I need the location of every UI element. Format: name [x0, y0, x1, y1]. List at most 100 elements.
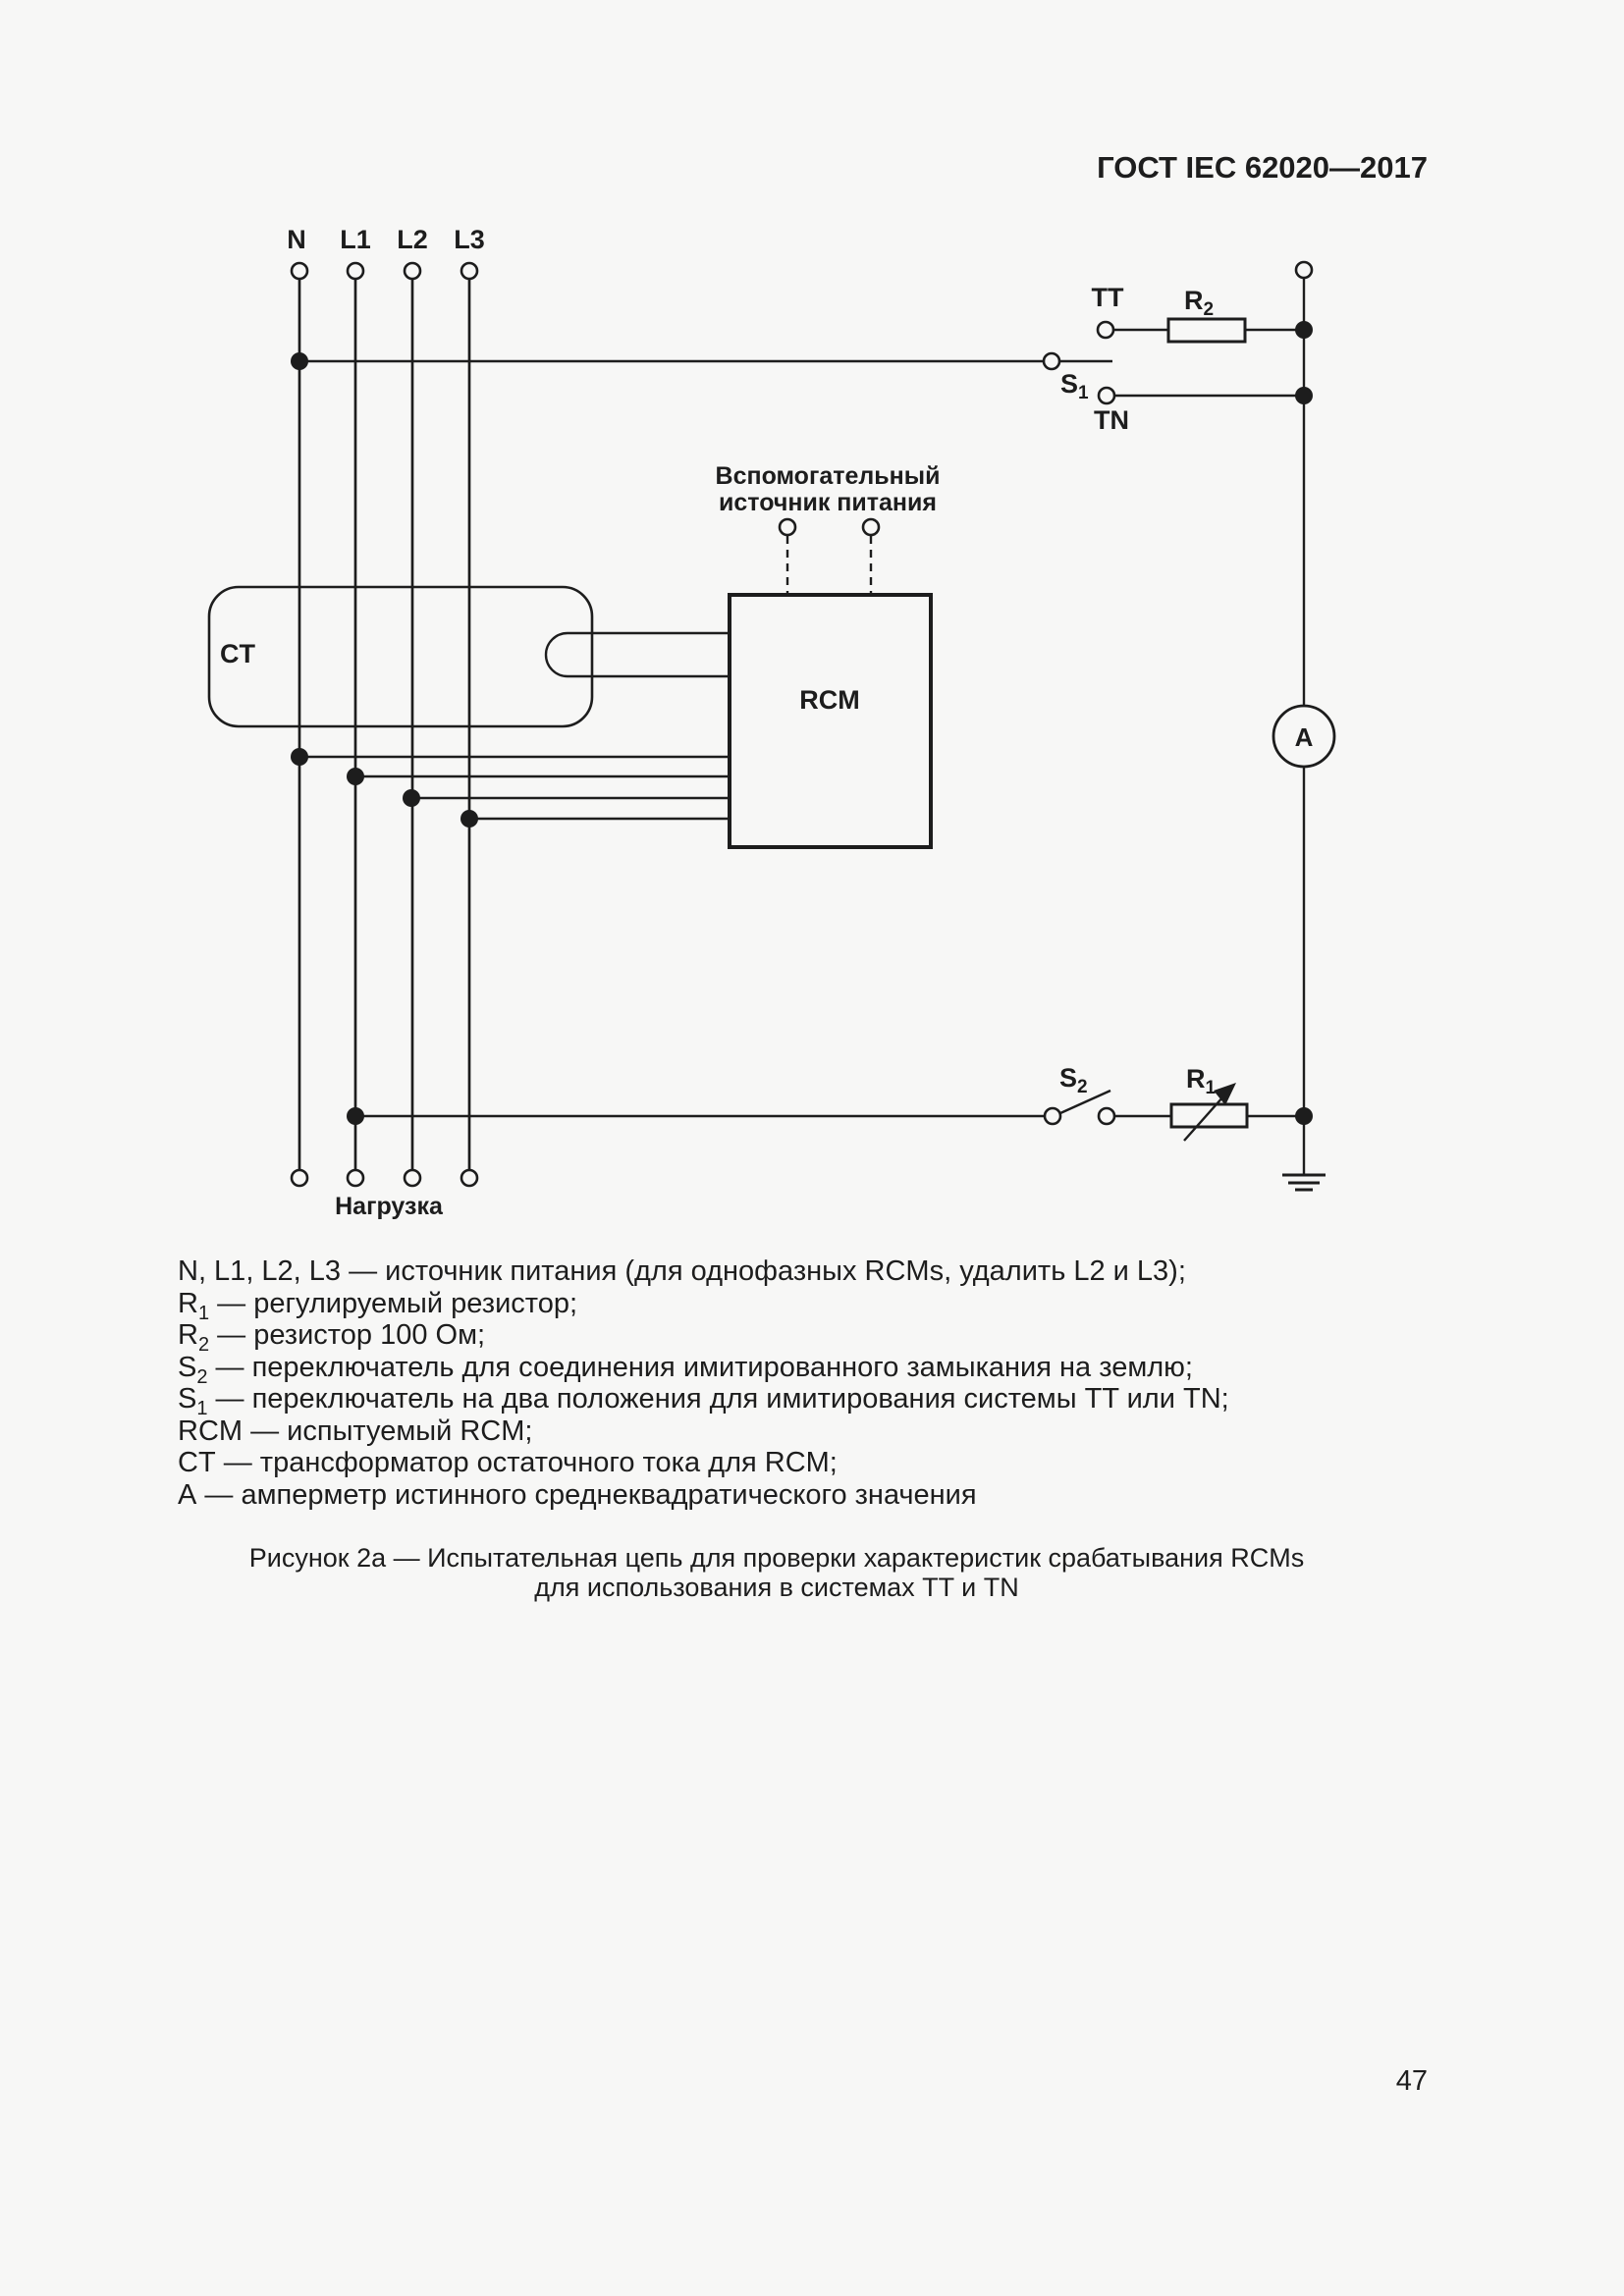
legend-symbol: CT: [178, 1447, 216, 1478]
legend-text: — источник питания (для однофазных RCMs,…: [341, 1255, 1186, 1287]
legend: N, L1, L2, L3 — источник питания (для од…: [178, 1255, 1454, 1511]
legend-text: — резистор 100 Ом;: [209, 1319, 486, 1351]
s2-blade: [1059, 1089, 1111, 1115]
junction-n-rcm: [291, 748, 308, 766]
legend-symbol: RCM: [178, 1415, 244, 1447]
label-s2: S2: [1059, 1063, 1088, 1097]
legend-item: CT — трансформатор остаточного тока для …: [178, 1447, 1454, 1479]
label-r1-sub: 1: [1206, 1078, 1217, 1098]
legend-symbol: R: [178, 1319, 198, 1351]
legend-symbol: S: [178, 1351, 197, 1383]
label-s1: S1: [1060, 369, 1089, 403]
ct-box: [207, 585, 594, 728]
label-tt: TT: [1092, 283, 1124, 312]
s2-left-terminal: [1043, 1106, 1062, 1126]
junction-dots: [291, 321, 1313, 1125]
label-s2-sub: 2: [1077, 1077, 1088, 1097]
legend-text: — переключатель на два положения для ими…: [207, 1383, 1229, 1415]
s2-switch: [1043, 1089, 1116, 1126]
legend-symbol-sub: 1: [196, 1397, 208, 1419]
terminals: [290, 260, 1314, 1188]
terminal-l2-top: [403, 261, 422, 281]
legend-item: N, L1, L2, L3 — источник питания (для од…: [178, 1255, 1454, 1288]
ground-icon: [1282, 1173, 1326, 1192]
legend-symbol: S: [178, 1383, 197, 1415]
legend-item: S2 — переключатель для соединения имитир…: [178, 1351, 1454, 1388]
legend-text: — регулируемый резистор;: [209, 1287, 578, 1319]
figure-caption-line2: для использования в системах TT и TN: [534, 1573, 1019, 1602]
label-l2: L2: [397, 225, 428, 254]
label-s2-base: S: [1059, 1063, 1077, 1093]
r1-resistor: [1169, 1083, 1249, 1142]
ct-secondary-loop: [544, 631, 568, 678]
ammeter-circle: [1272, 704, 1336, 769]
junction-l2-rcm: [403, 789, 420, 807]
label-l1: L1: [340, 225, 371, 254]
diagram-labels: N L1 L2 L3 TT TN R2 S1 S2 R1 CT RCM Нагр…: [220, 225, 1217, 1220]
legend-item: R2 — резистор 100 Ом;: [178, 1319, 1454, 1355]
junction-bus-tn: [1295, 387, 1313, 404]
terminal-l3-top: [460, 261, 479, 281]
legend-symbol: N, L1, L2, L3: [178, 1255, 342, 1287]
legend-item: S1 — переключатель на два положения для …: [178, 1383, 1454, 1418]
label-r1-base: R: [1186, 1064, 1206, 1094]
junction-l1-bottom: [347, 1107, 364, 1125]
legend-symbol-sub: 2: [197, 1333, 210, 1356]
label-r2-base: R: [1184, 286, 1204, 315]
label-ct: CT: [220, 639, 255, 668]
label-n: N: [287, 225, 306, 254]
circuit-diagram: A: [207, 225, 1336, 1220]
label-aux-line2: источник питания: [719, 489, 937, 516]
legend-item: RCM — испытуемый RCM;: [178, 1415, 1454, 1448]
label-r1: R1: [1186, 1064, 1217, 1098]
aux-supply-leads: [785, 536, 873, 594]
junction-bus-tt: [1295, 321, 1313, 339]
legend-text: — трансформатор остаточного тока для RCM…: [215, 1447, 838, 1478]
r1-arrow-shaft: [1183, 1095, 1224, 1142]
r1-arrow-head: [1214, 1083, 1236, 1105]
legend-symbol: A: [178, 1478, 197, 1511]
ammeter: A: [1272, 704, 1336, 769]
legend-text: — переключатель для соединения имитирова…: [207, 1351, 1193, 1383]
figure-caption-line1: Рисунок 2а — Испытательная цепь для пров…: [248, 1543, 1305, 1573]
label-rcm: RCM: [799, 685, 860, 715]
r2-resistor: [1166, 317, 1247, 344]
terminal-l3-bottom: [460, 1168, 479, 1188]
s1-pole-terminal: [1042, 351, 1061, 371]
s1-switch: [1042, 320, 1116, 405]
terminal-aux-left: [778, 517, 797, 537]
r1-resistor-body: [1169, 1102, 1249, 1129]
legend-symbol-sub: 1: [197, 1302, 210, 1324]
terminal-l1-bottom: [346, 1168, 365, 1188]
legend-item: A — амперметр истинного среднеквадратиче…: [178, 1479, 1454, 1512]
terminal-n-top: [290, 261, 309, 281]
rcm-box: [728, 593, 933, 849]
junction-bus-ground: [1295, 1107, 1313, 1125]
label-s1-sub: 1: [1078, 383, 1089, 403]
label-aux-line1: Вспомогательный: [716, 462, 941, 490]
page-number: 47: [1395, 2065, 1428, 2097]
terminal-n-bottom: [290, 1168, 309, 1188]
s1-tt-terminal: [1096, 320, 1115, 340]
legend-symbol-sub: 2: [196, 1365, 208, 1388]
ammeter-label: A: [1295, 722, 1314, 752]
legend-item: R1 — регулируемый резистор;: [178, 1287, 1454, 1324]
legend-symbol: R: [178, 1287, 198, 1319]
figure-caption: Рисунок 2а — Испытательная цепь для пров…: [177, 1543, 1377, 1602]
label-l3: L3: [454, 225, 485, 254]
label-s1-base: S: [1060, 369, 1078, 399]
terminal-l2-bottom: [403, 1168, 422, 1188]
feed-lines: [298, 279, 471, 1170]
label-r2: R2: [1184, 286, 1214, 320]
legend-text: — амперметр истинного среднеквадратическ…: [196, 1478, 977, 1511]
s1-tn-terminal: [1097, 386, 1116, 405]
junction-l1-rcm: [347, 768, 364, 785]
legend-text: — испытуемый RCM;: [243, 1415, 533, 1447]
s2-right-terminal: [1097, 1106, 1116, 1126]
terminal-bus-top: [1294, 260, 1314, 280]
label-tn: TN: [1094, 405, 1129, 435]
wires: [299, 278, 1306, 1175]
page-header-title: ГОСТ IEC 62020—2017: [1097, 150, 1428, 185]
junction-l3-rcm: [460, 810, 478, 828]
